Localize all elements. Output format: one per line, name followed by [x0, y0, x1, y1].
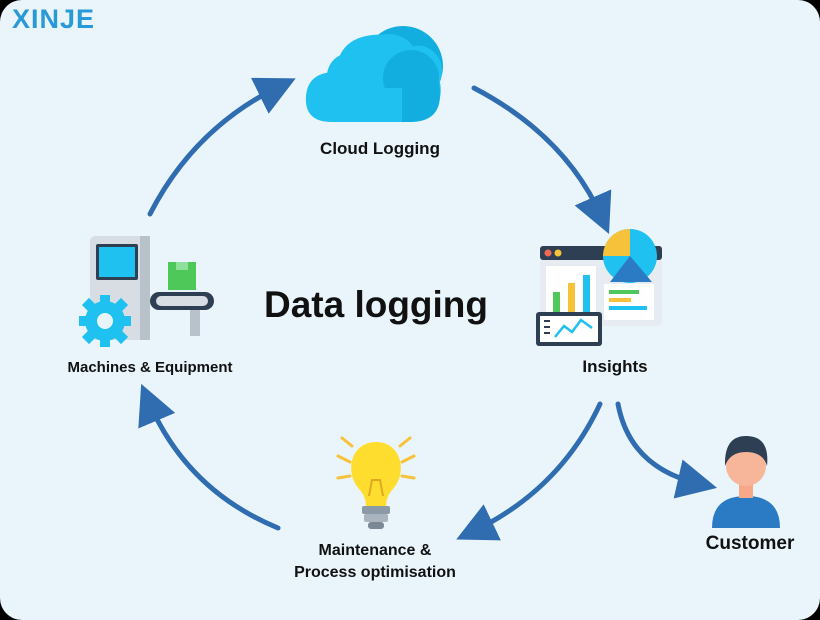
node-label-maintenance: Maintenance & Process optimisation	[270, 540, 480, 584]
arrow-insights-to-customer	[615, 401, 718, 499]
node-label-insights: Insights	[582, 357, 648, 376]
machine-conveyor-gear-icon	[79, 236, 214, 347]
node-label-cloud-logging: Cloud Logging	[320, 139, 440, 158]
node-label-maintenance-line1: Maintenance &	[318, 542, 432, 559]
node-label-customer: Customer	[705, 533, 795, 554]
cloud-icon	[305, 26, 443, 122]
dashboard-chart-icon	[536, 229, 662, 346]
arrow-machines-to-cloud	[147, 77, 296, 217]
node-label-maintenance-line2: Process optimisation	[294, 564, 456, 581]
lightbulb-icon	[336, 436, 416, 529]
arrow-cloud-to-insights	[471, 85, 612, 235]
diagram-title: Data logging	[263, 284, 489, 325]
brand-logo: XINJE	[12, 4, 96, 34]
person-avatar-icon	[712, 436, 780, 528]
node-label-machines-equipment: Machines & Equipment	[67, 359, 233, 376]
arrow-maintenance-to-machines	[138, 383, 281, 531]
arrow-insights-to-maintenance	[456, 401, 603, 541]
